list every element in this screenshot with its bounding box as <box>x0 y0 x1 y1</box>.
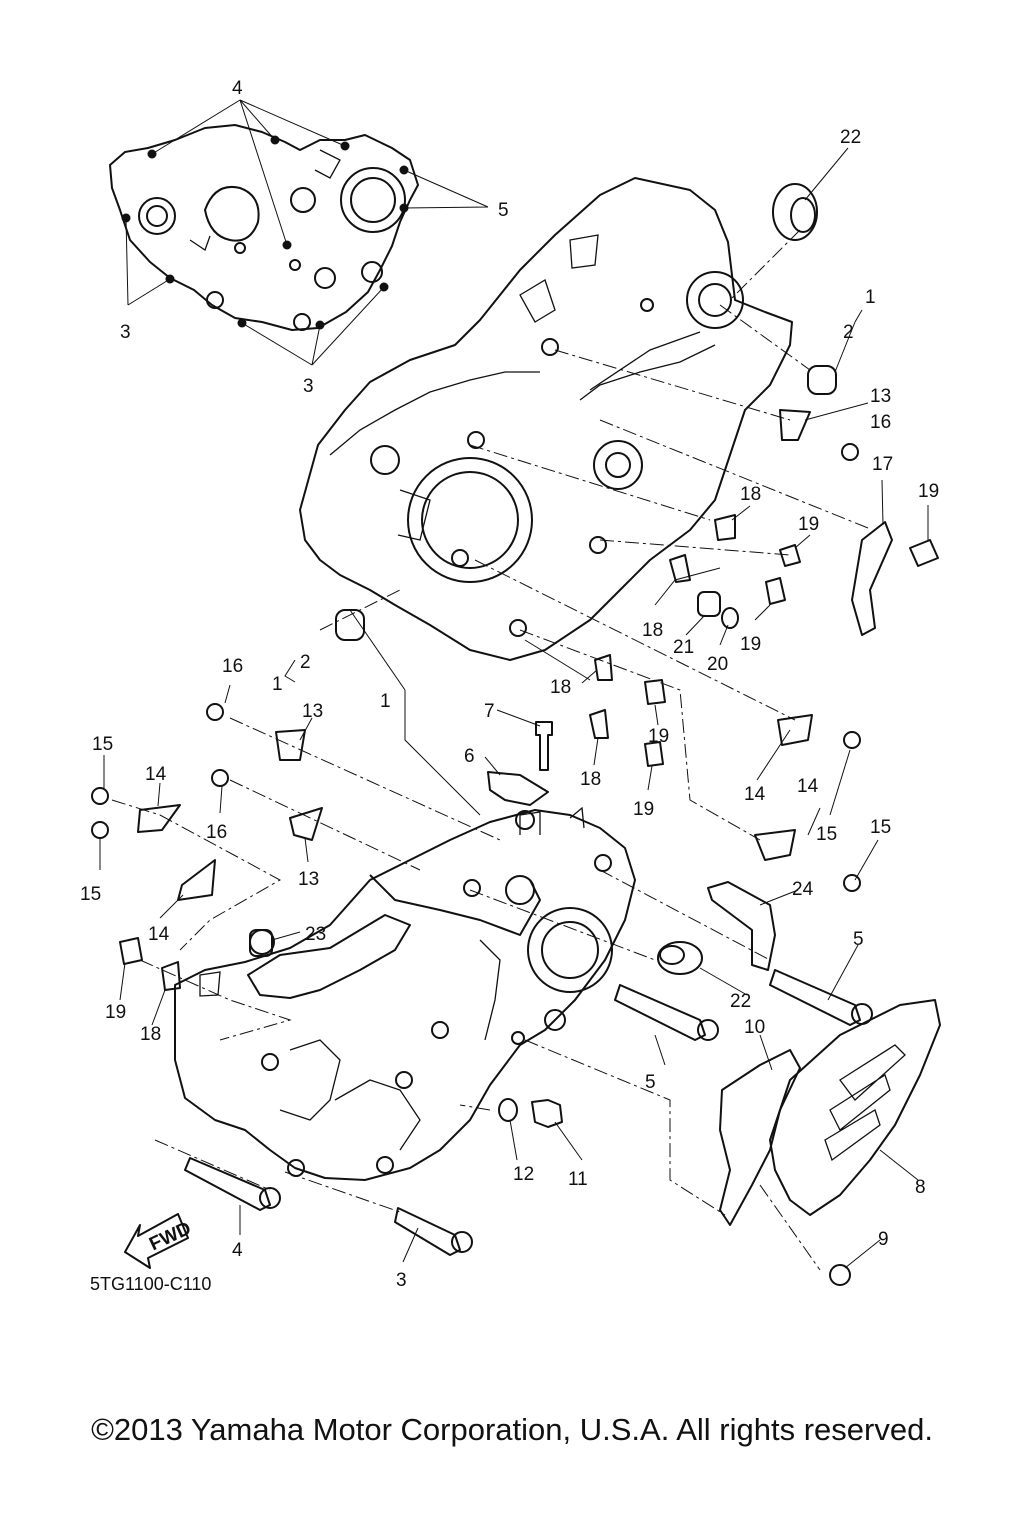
callout-24: 24 <box>792 879 814 900</box>
callout-22-upper: 22 <box>840 127 861 148</box>
callout-18-upper: 18 <box>740 484 761 505</box>
bolt-7 <box>535 721 553 771</box>
callout-19-low: 19 <box>633 799 654 820</box>
callout-3-lower: 3 <box>396 1270 407 1291</box>
clamp-6 <box>487 771 549 806</box>
callout-5-lower: 5 <box>645 1072 656 1093</box>
callout-13-left: 13 <box>302 701 323 722</box>
callout-15-left-bottom: 15 <box>80 884 101 905</box>
callout-20: 20 <box>707 654 728 675</box>
plate-18-e <box>161 961 181 991</box>
callout-7: 7 <box>484 701 495 722</box>
callout-19-right: 19 <box>918 481 939 502</box>
plate-14-right-upper <box>777 714 813 746</box>
plate-14-left-upper <box>137 804 181 833</box>
washer-12 <box>498 1098 518 1122</box>
callout-14-right-b: 14 <box>797 776 819 797</box>
callout-19-upper: 19 <box>798 514 819 535</box>
callout-4-inset: 4 <box>232 78 243 99</box>
callout-8: 8 <box>915 1177 926 1198</box>
callout-11: 11 <box>568 1169 588 1190</box>
guard-10 <box>719 1049 801 1226</box>
plate-14-left-lower <box>177 859 216 901</box>
callout-22-lower: 22 <box>730 991 751 1012</box>
callout-5-right: 5 <box>853 929 864 950</box>
screws-15-16 <box>91 443 861 1286</box>
copyright-notice: ©2013 Yamaha Motor Corporation, U.S.A. A… <box>91 1412 933 1447</box>
plate-18-c <box>594 654 613 681</box>
leader-lines <box>99 147 929 1269</box>
callout-18-mid: 18 <box>642 620 663 641</box>
sprocket-cover-8 <box>769 999 941 1216</box>
callout-19-mid: 19 <box>740 634 761 655</box>
plate-13-mid <box>289 807 323 841</box>
callout-14-right-a: 14 <box>744 784 766 805</box>
callout-18-left: 18 <box>140 1024 161 1045</box>
collar-23 <box>249 929 273 957</box>
callout-14-left-bottom: 14 <box>148 924 170 945</box>
long-bolts <box>184 969 873 1256</box>
crankcase-right-half <box>299 177 793 661</box>
callout-10: 10 <box>744 1017 765 1038</box>
plate-13-upper <box>779 409 811 441</box>
callout-5-inset: 5 <box>498 200 509 221</box>
callout-16-mid: 16 <box>206 822 227 843</box>
callout-19-left: 19 <box>105 1002 126 1023</box>
dowel-pin-upper <box>807 365 837 395</box>
oil-seal-lower <box>657 941 703 975</box>
collar-21 <box>697 591 721 617</box>
callout-23: 23 <box>305 924 326 945</box>
callout-3-inset-bottom: 3 <box>303 376 314 397</box>
o-ring-20 <box>721 607 739 629</box>
callout-13-upper: 13 <box>870 386 891 407</box>
callout-16-left: 16 <box>222 656 243 677</box>
callout-16-upper: 16 <box>870 412 891 433</box>
callout-1-upper: 1 <box>865 287 876 308</box>
callout-6: 6 <box>464 746 475 767</box>
callout-2-lower: 2 <box>300 652 311 673</box>
assembly-lines <box>111 229 869 1271</box>
inset-crankcase-bolt-layout <box>109 99 489 366</box>
callout-3-inset-left: 3 <box>120 322 131 343</box>
plate-18-d <box>589 709 609 739</box>
callout-1-mid: 1 <box>380 691 391 712</box>
plate-14-right-lower <box>754 829 796 861</box>
crankcase-left-half <box>174 806 636 1181</box>
callout-4-lower: 4 <box>232 1240 243 1261</box>
guide-24 <box>707 881 776 971</box>
oil-seal-upper <box>772 183 818 241</box>
callout-15-left-top: 15 <box>92 734 113 755</box>
callout-9: 9 <box>878 1229 889 1250</box>
callout-1-lower: 1 <box>272 674 283 695</box>
callout-15-right-b: 15 <box>870 817 891 838</box>
callout-14-left-top: 14 <box>145 764 167 785</box>
fwd-label: FWD <box>146 1218 194 1255</box>
callout-2-upper: 2 <box>843 322 854 343</box>
callout-15-right-a: 15 <box>816 824 837 845</box>
callout-18-center: 18 <box>550 677 571 698</box>
callout-labels: 4 5 3 3 22 1 2 13 16 17 19 18 19 18 21 2… <box>80 78 939 1294</box>
plate-18-a <box>714 514 736 541</box>
plate-17 <box>851 521 893 636</box>
crankcase-exploded-diagram: FWD <box>80 78 941 1294</box>
part-code: 5TG1100-C110 <box>90 1274 211 1294</box>
callout-13-mid: 13 <box>298 869 319 890</box>
callout-12: 12 <box>513 1164 534 1185</box>
callout-18-low: 18 <box>580 769 601 790</box>
callout-17: 17 <box>872 454 893 475</box>
callout-21: 21 <box>673 637 694 658</box>
drain-bolt-11 <box>531 1099 563 1128</box>
plate-18-b <box>669 554 691 583</box>
plate-13-left <box>275 729 306 761</box>
fwd-arrow-icon: FWD <box>124 1213 194 1269</box>
callout-19-center: 19 <box>648 726 669 747</box>
